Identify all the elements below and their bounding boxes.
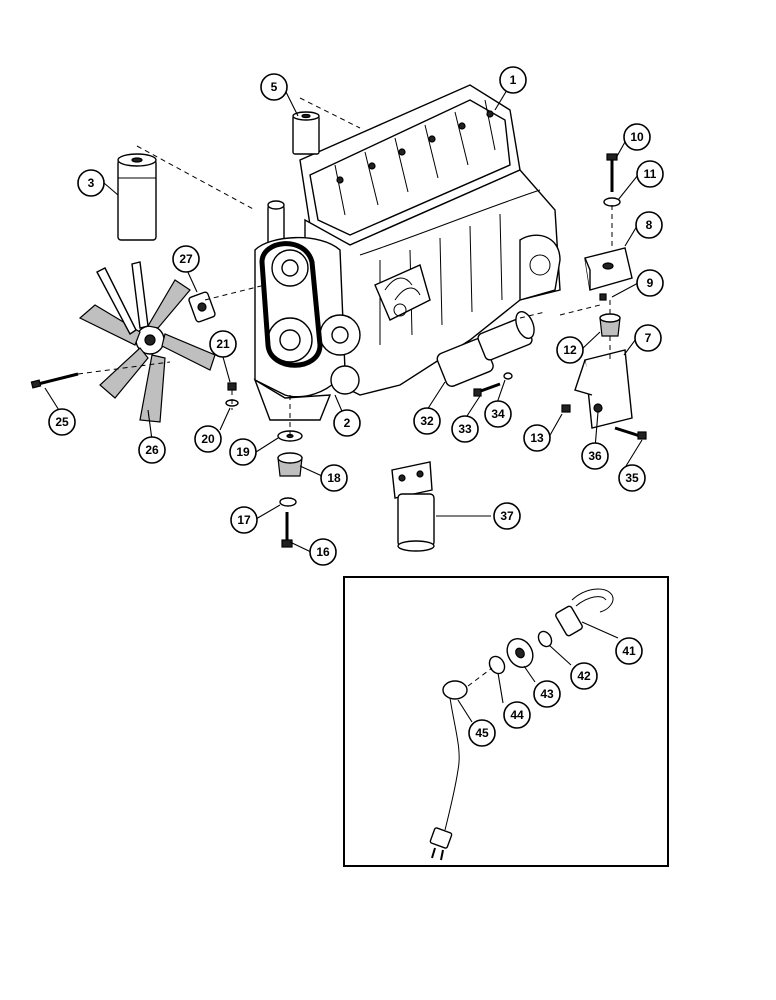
svg-text:1: 1 <box>510 73 517 87</box>
callout-3: 3 <box>77 169 105 197</box>
callout-27: 27 <box>172 245 200 273</box>
callout-44: 44 <box>503 701 531 729</box>
svg-text:26: 26 <box>145 443 159 457</box>
callout-20: 20 <box>194 425 222 453</box>
callout-36: 36 <box>581 442 609 470</box>
svg-text:16: 16 <box>316 545 330 559</box>
callout-16: 16 <box>309 538 337 566</box>
callout-26: 26 <box>138 436 166 464</box>
fan-bolt <box>30 372 79 389</box>
svg-text:33: 33 <box>458 422 472 436</box>
svg-text:2: 2 <box>344 416 351 430</box>
callout-42: 42 <box>570 662 598 690</box>
callout-21: 21 <box>209 330 237 358</box>
callout-9: 9 <box>636 269 664 297</box>
svg-text:5: 5 <box>271 80 278 94</box>
callout-35: 35 <box>618 464 646 492</box>
callout-45: 45 <box>468 719 496 747</box>
callout-33: 33 <box>451 415 479 443</box>
fuel-filter-assembly <box>391 461 435 552</box>
callout-34: 34 <box>484 400 512 428</box>
callout-13: 13 <box>523 424 551 452</box>
assembly-guide-lines <box>77 97 613 436</box>
svg-text:13: 13 <box>530 431 544 445</box>
svg-text:19: 19 <box>236 445 250 459</box>
callout-41: 41 <box>615 637 643 665</box>
callout-17: 17 <box>230 506 258 534</box>
fan-hub <box>188 291 216 323</box>
svg-text:41: 41 <box>622 644 636 658</box>
svg-text:44: 44 <box>510 708 524 722</box>
svg-text:25: 25 <box>55 415 69 429</box>
callout-11: 11 <box>636 160 664 188</box>
svg-text:36: 36 <box>588 449 602 463</box>
callout-5: 5 <box>260 73 288 101</box>
svg-text:10: 10 <box>630 130 644 144</box>
svg-text:37: 37 <box>500 509 514 523</box>
callout-12: 12 <box>556 336 584 364</box>
svg-text:11: 11 <box>644 167 657 181</box>
callout-7: 7 <box>634 324 662 352</box>
drive-belt <box>259 241 323 368</box>
filter-canister-3 <box>117 153 157 241</box>
callout-1: 1 <box>499 66 527 94</box>
svg-text:45: 45 <box>475 726 489 740</box>
svg-text:32: 32 <box>420 414 434 428</box>
svg-text:21: 21 <box>216 337 230 351</box>
svg-text:18: 18 <box>327 471 341 485</box>
svg-text:27: 27 <box>179 252 193 266</box>
callout-18: 18 <box>320 464 348 492</box>
svg-text:9: 9 <box>647 276 654 290</box>
svg-text:20: 20 <box>201 432 215 446</box>
callout-2: 2 <box>333 409 361 437</box>
block-heater-inset <box>343 576 669 867</box>
callout-8: 8 <box>635 211 663 239</box>
right-mount-hardware <box>561 153 647 440</box>
starter-fasteners <box>473 372 513 397</box>
callout-10: 10 <box>623 123 651 151</box>
filter-element-5 <box>292 111 320 155</box>
callout-25: 25 <box>48 408 76 436</box>
svg-text:42: 42 <box>577 669 591 683</box>
svg-text:35: 35 <box>625 471 639 485</box>
starter-motor <box>436 310 535 387</box>
svg-text:17: 17 <box>237 513 251 527</box>
callout-19: 19 <box>229 438 257 466</box>
svg-text:34: 34 <box>491 407 505 421</box>
svg-text:12: 12 <box>563 343 577 357</box>
svg-text:7: 7 <box>645 331 652 345</box>
callout-43: 43 <box>533 680 561 708</box>
svg-text:43: 43 <box>540 687 554 701</box>
engine-assembly <box>253 84 561 421</box>
callout-32: 32 <box>413 407 441 435</box>
callout-37: 37 <box>493 502 521 530</box>
svg-text:8: 8 <box>646 218 653 232</box>
cooling-fan <box>78 261 216 423</box>
svg-text:3: 3 <box>88 176 95 190</box>
